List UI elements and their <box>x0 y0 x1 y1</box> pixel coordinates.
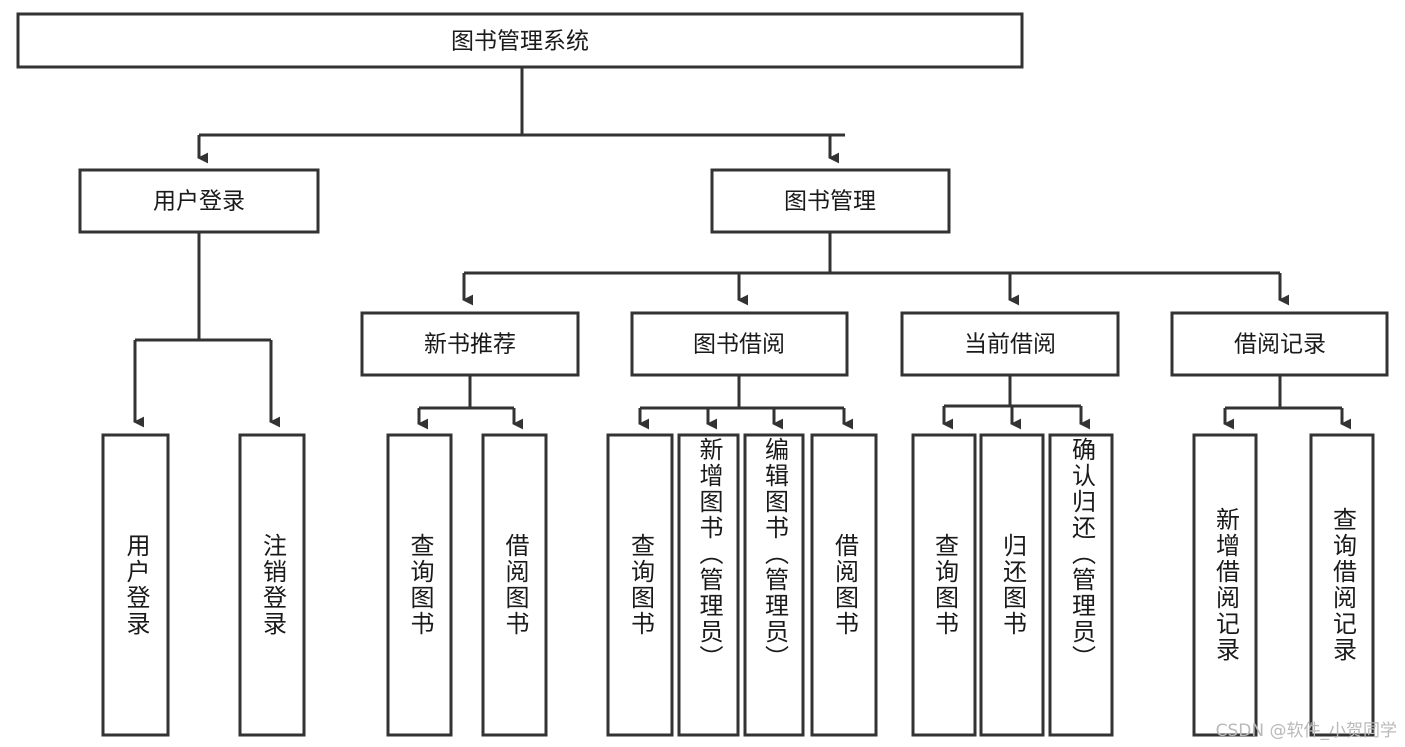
node-book-management-label: 图书管理 <box>784 189 876 215</box>
edge-current-borrow-trunk <box>944 375 1081 408</box>
edge-new-book-recommend-trunk <box>419 375 514 410</box>
node-book-borrow[interactable]: 图书借阅 <box>630 311 849 377</box>
node-book-management[interactable]: 图书管理 <box>710 168 951 234</box>
leaf-rect-query-borrow-record <box>1309 433 1375 737</box>
leaf-rect-edit-book-admin <box>743 433 805 737</box>
leaf-rect-add-book-admin <box>677 433 740 737</box>
node-root-label: 图书管理系统 <box>451 29 589 55</box>
node-user-login-label: 用户登录 <box>153 189 245 215</box>
leaf-rect-query-book-current <box>911 433 977 737</box>
node-borrow-record[interactable]: 借阅记录 <box>1170 311 1389 377</box>
edge-book-borrow-trunk <box>640 375 844 410</box>
node-current-borrow[interactable]: 当前借阅 <box>900 311 1120 377</box>
node-borrow-record-label: 借阅记录 <box>1234 332 1326 358</box>
leaf-rect-query-book-recommend <box>386 433 453 737</box>
edge-book-management-trunk <box>464 232 1280 275</box>
leaf-rect-confirm-return-admin <box>1048 433 1114 737</box>
leaf-rect-user-logout <box>238 433 306 737</box>
leaf-rect-borrow-book-recommend <box>481 433 548 737</box>
node-new-book-recommend-label: 新书推荐 <box>424 332 516 358</box>
leaf-rect-add-borrow-record <box>1192 433 1258 737</box>
leaf-rect-query-book-borrow <box>606 433 674 737</box>
leaf-rect-return-book <box>979 433 1045 737</box>
leaf-rect-user-login <box>101 433 170 737</box>
leaf-rect-borrow-book <box>810 433 878 737</box>
node-user-login[interactable]: 用户登录 <box>78 168 320 234</box>
leaf-rects <box>101 433 1375 737</box>
node-root[interactable]: 图书管理系统 <box>16 12 1024 69</box>
edge-root-trunk <box>199 67 845 137</box>
watermark-text: CSDN @软件_小贺同学 <box>1215 721 1397 741</box>
node-current-borrow-label: 当前借阅 <box>964 332 1056 358</box>
edge-borrow-record-trunk <box>1225 375 1342 410</box>
node-new-book-recommend[interactable]: 新书推荐 <box>360 311 580 377</box>
node-book-borrow-label: 图书借阅 <box>693 332 785 358</box>
edge-user-login-trunk <box>135 232 271 342</box>
